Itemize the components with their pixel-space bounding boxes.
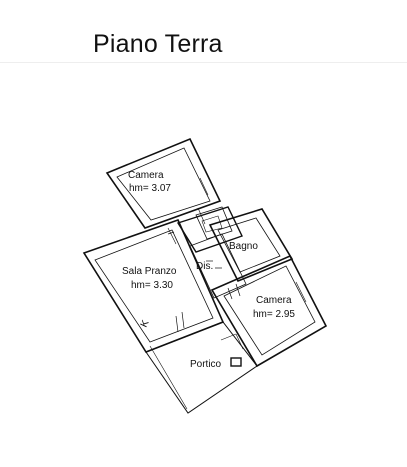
room-name-portico: Portico [190, 359, 222, 370]
page-title: Piano Terra [93, 30, 223, 58]
room-disimpegno-walls [189, 233, 247, 299]
room-name-camera-top: Camera [128, 170, 164, 181]
title-divider [0, 62, 407, 63]
room-name-camera-right: Camera [256, 295, 292, 306]
room-height-camera-right: hm= 2.95 [253, 309, 295, 320]
central-block-walls [176, 206, 243, 253]
room-camera-right-walls [210, 254, 328, 368]
room-portico-walls [145, 321, 258, 414]
room-labels: Camera hm= 3.07 Bagno Dis. Sala Pranzo h… [122, 170, 295, 370]
room-camera-top-walls [105, 137, 222, 229]
room-height-sala-pranzo: hm= 3.30 [131, 280, 173, 291]
room-name-sala-pranzo: Sala Pranzo [122, 266, 177, 277]
marker-k: K [139, 318, 152, 329]
room-height-camera-top: hm= 3.07 [129, 183, 171, 194]
room-name-bagno: Bagno [229, 241, 258, 252]
door-openings [167, 231, 241, 333]
room-name-disimpegno: Dis. [196, 261, 213, 272]
